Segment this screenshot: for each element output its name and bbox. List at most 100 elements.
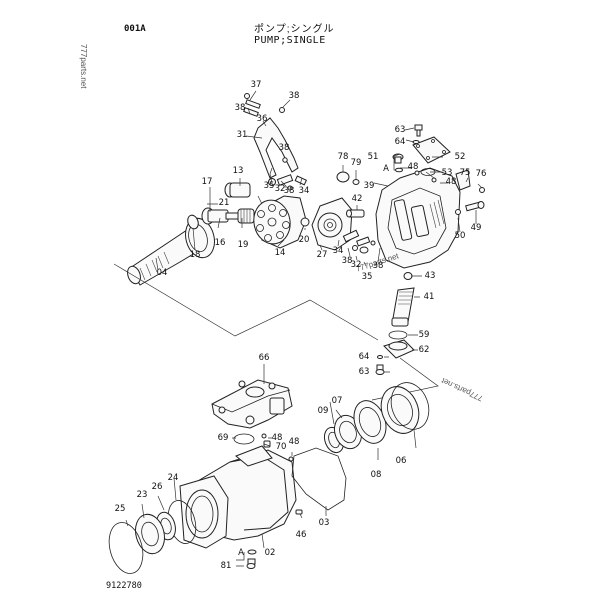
callout-38[interactable]: 38 — [283, 185, 295, 196]
callout-19[interactable]: 19 — [237, 239, 249, 250]
callout-46[interactable]: 46 — [295, 529, 307, 540]
callout-27[interactable]: 27 — [316, 249, 328, 260]
title-japanese: ポンプ;シングル — [254, 24, 335, 35]
diagram-code: 001A — [124, 24, 146, 34]
callout-08[interactable]: 08 — [370, 469, 382, 480]
callout-02[interactable]: 02 — [264, 547, 276, 558]
callout-17[interactable]: 17 — [201, 176, 213, 187]
callout-06[interactable]: 06 — [395, 455, 407, 466]
pin-assembly-lower — [342, 229, 376, 254]
callout-34[interactable]: 34 — [332, 245, 344, 256]
adjusting-screw — [346, 209, 365, 218]
drive-shaft — [127, 217, 215, 286]
callout-A[interactable]: A — [383, 163, 389, 174]
spring — [237, 208, 255, 224]
plug — [246, 558, 256, 569]
swash-link — [243, 99, 299, 179]
callout-48[interactable]: 48 — [445, 176, 457, 187]
retaining-ring — [108, 522, 144, 574]
callout-41[interactable]: 41 — [423, 291, 435, 302]
callout-34[interactable]: 34 — [298, 185, 310, 196]
callout-16[interactable]: 16 — [214, 237, 226, 248]
drawing-number: 9122780 — [106, 581, 142, 591]
callout-53[interactable]: 53 — [441, 167, 453, 178]
callout-69[interactable]: 69 — [217, 432, 229, 443]
plug — [392, 153, 404, 164]
callout-25[interactable]: 25 — [114, 503, 126, 514]
callout-38[interactable]: 38 — [288, 90, 300, 101]
callout-52[interactable]: 52 — [454, 151, 466, 162]
callout-43[interactable]: 43 — [424, 270, 436, 281]
callout-21[interactable]: 21 — [218, 197, 230, 208]
valve-plate — [311, 197, 353, 251]
callout-64[interactable]: 64 — [358, 351, 370, 362]
gasket — [291, 447, 347, 511]
callout-38[interactable]: 38 — [341, 255, 353, 266]
callout-66[interactable]: 66 — [258, 352, 270, 363]
callout-26[interactable]: 26 — [151, 481, 163, 492]
callout-49[interactable]: 49 — [470, 222, 482, 233]
callout-09[interactable]: 09 — [317, 405, 329, 416]
title-english: PUMP;SINGLE — [254, 35, 326, 46]
callout-14[interactable]: 14 — [274, 247, 286, 258]
sleeve — [391, 287, 415, 327]
roller-bearing — [380, 382, 430, 434]
snap-ring — [187, 214, 199, 230]
callout-35[interactable]: 35 — [361, 271, 373, 282]
callout-36[interactable]: 36 — [256, 113, 268, 124]
callout-81[interactable]: 81 — [220, 560, 232, 571]
callout-48[interactable]: 48 — [407, 161, 419, 172]
connector-line — [113, 263, 379, 341]
callout-59[interactable]: 59 — [418, 329, 430, 340]
callout-76[interactable]: 76 — [475, 168, 487, 179]
callout-48[interactable]: 48 — [288, 436, 300, 447]
plug — [336, 171, 350, 183]
callout-31[interactable]: 31 — [236, 129, 248, 140]
flange-cover — [383, 339, 415, 359]
name-plate — [455, 169, 471, 191]
callout-63[interactable]: 63 — [394, 124, 406, 135]
bolt — [375, 364, 385, 375]
regulator-valve — [211, 379, 293, 429]
callout-18[interactable]: 18 — [189, 249, 201, 260]
callout-42[interactable]: 42 — [351, 193, 363, 204]
callout-32[interactable]: 32 — [350, 259, 362, 270]
callout-23[interactable]: 23 — [136, 489, 148, 500]
callout-50[interactable]: 50 — [454, 230, 466, 241]
callout-20[interactable]: 20 — [298, 234, 310, 245]
nut — [403, 272, 413, 280]
callout-63[interactable]: 63 — [358, 366, 370, 377]
callout-35[interactable]: 35 — [263, 180, 275, 191]
callout-78[interactable]: 78 — [337, 151, 349, 162]
washer — [300, 217, 310, 227]
pin-assembly-upper — [268, 174, 308, 191]
o-ring — [233, 433, 255, 445]
callout-13[interactable]: 13 — [232, 165, 244, 176]
callout-A[interactable]: A — [238, 547, 244, 558]
callout-38[interactable]: 38 — [278, 142, 290, 153]
callout-37[interactable]: 37 — [250, 79, 262, 90]
pin — [295, 509, 303, 515]
bolt — [414, 124, 423, 137]
cover-plate — [412, 136, 451, 164]
callout-38[interactable]: 38 — [372, 260, 384, 271]
callout-04[interactable]: 04 — [156, 267, 168, 278]
callout-07[interactable]: 07 — [331, 395, 343, 406]
callout-38[interactable]: 38 — [234, 102, 246, 113]
regulator-housing — [375, 167, 461, 269]
callout-51[interactable]: 51 — [367, 151, 379, 162]
callout-39[interactable]: 39 — [363, 180, 375, 191]
callout-24[interactable]: 24 — [167, 472, 179, 483]
pump-housing — [179, 445, 297, 549]
callout-79[interactable]: 79 — [350, 157, 362, 168]
callout-48[interactable]: 48 — [271, 432, 283, 443]
callout-75[interactable]: 75 — [459, 167, 471, 178]
callout-64[interactable]: 64 — [394, 136, 406, 147]
callout-32[interactable]: 32 — [274, 183, 286, 194]
callout-03[interactable]: 03 — [318, 517, 330, 528]
callout-62[interactable]: 62 — [418, 344, 430, 355]
o-ring — [388, 330, 408, 340]
callout-70[interactable]: 70 — [275, 441, 287, 452]
